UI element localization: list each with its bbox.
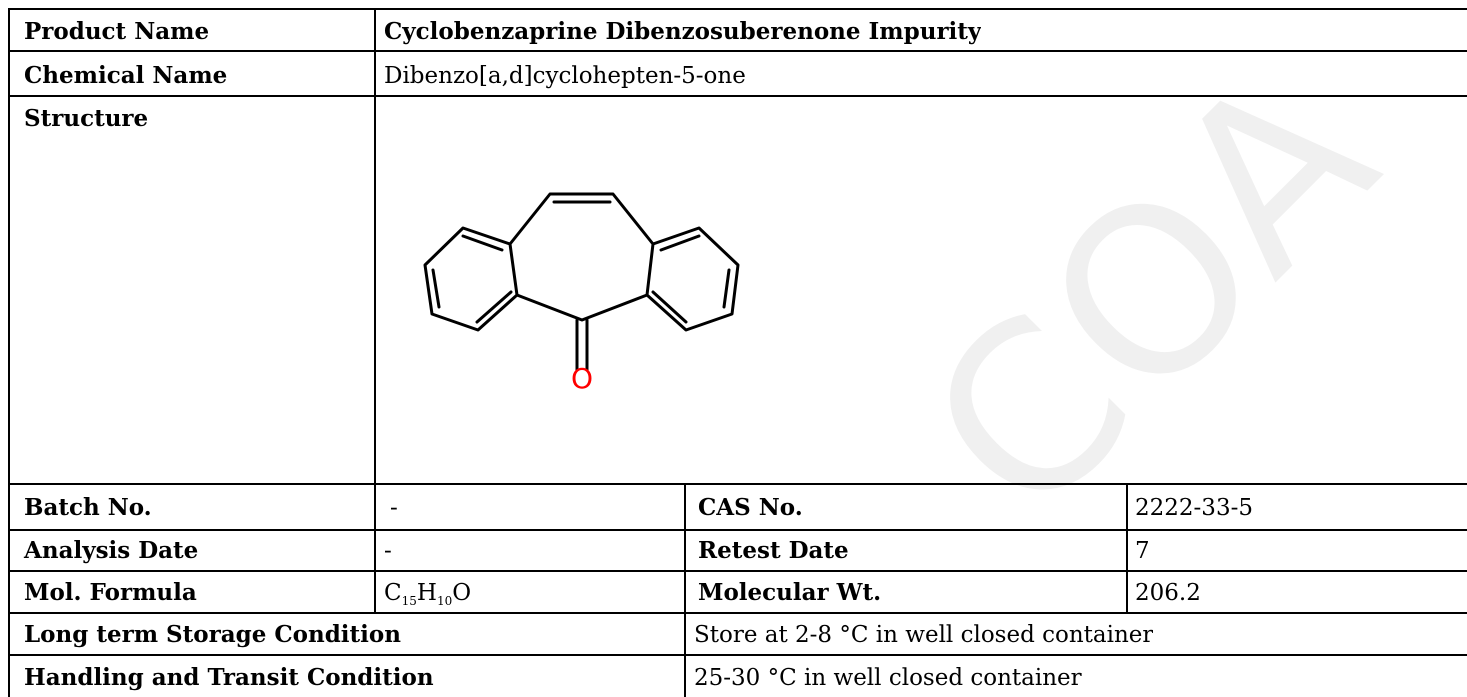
chemical-structure-image: O (423, 192, 740, 395)
cas-no-value: 2222-33-5 (1135, 495, 1253, 521)
row-divider (8, 95, 1467, 97)
product-name-label: Product Name (24, 18, 210, 45)
col-divider (374, 8, 376, 484)
watermark: COA (879, 19, 1428, 568)
table-border-top (8, 8, 1467, 10)
cas-no-label: CAS No. (698, 494, 803, 521)
row-divider (8, 570, 1467, 572)
table-border-left (8, 8, 10, 697)
retest-date-value: 7 (1135, 538, 1150, 564)
mol-formula-label: Mol. Formula (24, 579, 197, 606)
col-divider (374, 484, 376, 612)
batch-no-label: Batch No. (24, 494, 152, 521)
col-divider (1126, 484, 1128, 612)
row-divider (8, 612, 1467, 614)
mol-formula-value: C15H10O (384, 580, 472, 608)
retest-date-label: Retest Date (698, 537, 849, 564)
handling-condition-value: 25-30 °C in well closed container (694, 665, 1082, 691)
chemical-name-label: Chemical Name (24, 62, 228, 89)
row-divider (8, 654, 1467, 656)
storage-condition-label: Long term Storage Condition (24, 621, 401, 648)
molecular-weight-value: 206.2 (1135, 580, 1201, 606)
batch-no-value: - (390, 495, 398, 521)
chemical-name-value: Dibenzo[a,d]cyclohepten-5-one (384, 63, 746, 89)
handling-condition-label: Handling and Transit Condition (24, 664, 434, 691)
analysis-date-value: - (384, 538, 392, 564)
analysis-date-label: Analysis Date (24, 537, 199, 564)
row-divider (8, 529, 1467, 531)
storage-condition-value: Store at 2-8 °C in well closed container (694, 622, 1154, 648)
row-divider (8, 50, 1467, 52)
molecular-weight-label: Molecular Wt. (698, 579, 882, 606)
oxygen-atom-label: O (571, 362, 593, 395)
product-name-value: Cyclobenzaprine Dibenzosuberenone Impuri… (384, 18, 982, 45)
structure-label: Structure (24, 105, 149, 132)
col-divider (684, 484, 686, 697)
row-divider (8, 483, 1467, 485)
